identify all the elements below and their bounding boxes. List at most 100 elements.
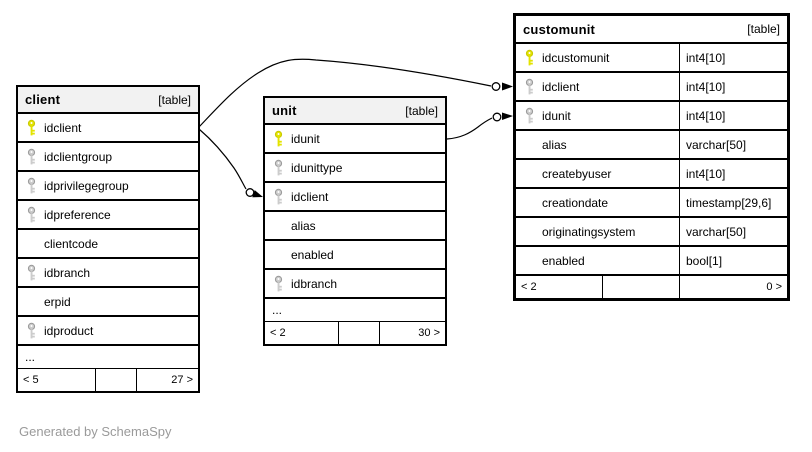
table-row: enabled bool[1] <box>516 247 787 276</box>
table-tag: [table] <box>747 22 780 36</box>
hidden-columns-ellipsis: ... <box>265 299 445 322</box>
key-icon-placeholder <box>26 293 38 310</box>
footer-children-count: 30 > <box>418 327 440 339</box>
table-row: createbyuser int4[10] <box>516 160 787 189</box>
key-icon-placeholder <box>524 136 536 153</box>
foreign-key-icon <box>26 148 38 165</box>
table-name[interactable]: unit <box>272 103 297 118</box>
column-name: idunit <box>542 108 571 123</box>
generated-by-note: Generated by SchemaSpy <box>19 424 172 439</box>
column-name: idunit <box>291 131 320 146</box>
footer-spacer-cell <box>339 322 380 344</box>
table-row: alias <box>265 212 445 241</box>
column-name: alias <box>291 218 316 233</box>
table-footer: < 2 0 > <box>516 276 787 298</box>
primary-key-icon <box>273 130 285 147</box>
hidden-columns-ellipsis: ... <box>18 346 198 369</box>
column-name: idbranch <box>44 265 91 280</box>
table-tag: [table] <box>158 92 191 107</box>
footer-children-count: 27 > <box>171 374 193 386</box>
key-icon-placeholder <box>273 217 285 234</box>
column-name: idunittype <box>291 160 343 175</box>
foreign-key-icon <box>273 159 285 176</box>
column-name: idbranch <box>291 276 338 291</box>
table-row: idunit <box>265 125 445 154</box>
table-header: customunit [table] <box>516 16 787 44</box>
column-name: idpreference <box>44 207 111 222</box>
column-name: idclient <box>44 120 82 135</box>
column-name: idclient <box>542 79 580 94</box>
primary-key-icon <box>26 119 38 136</box>
table-customunit: customunit [table] idcustomunit int4[10]… <box>513 13 790 301</box>
column-name: clientcode <box>44 236 99 251</box>
footer-related-count: < 2 <box>265 322 339 344</box>
footer-spacer-cell <box>603 276 680 298</box>
table-row: idclient <box>18 114 198 143</box>
table-row: idpreference <box>18 201 198 230</box>
column-name: alias <box>542 137 567 152</box>
foreign-key-icon <box>26 322 38 339</box>
column-name: originatingsystem <box>542 224 636 239</box>
foreign-key-icon <box>524 78 536 95</box>
table-row: creationdate timestamp[29,6] <box>516 189 787 218</box>
column-name: idproduct <box>44 323 94 338</box>
column-type: bool[1] <box>686 253 723 268</box>
foreign-key-icon <box>26 264 38 281</box>
table-row: alias varchar[50] <box>516 131 787 160</box>
footer-spacer-cell <box>96 369 137 391</box>
table-name[interactable]: client <box>25 92 61 107</box>
footer-children-count: 0 > <box>766 281 782 293</box>
arrowhead-unit-idclient <box>252 190 263 198</box>
key-icon-placeholder <box>524 223 536 240</box>
column-type: int4[10] <box>686 166 726 181</box>
table-row: idunit int4[10] <box>516 102 787 131</box>
edge-client-to-unit <box>198 128 247 190</box>
key-icon-placeholder <box>524 252 536 269</box>
table-name[interactable]: customunit <box>523 21 596 37</box>
column-name: enabled <box>291 247 334 262</box>
table-row: idunittype <box>265 154 445 183</box>
foreign-key-icon <box>273 188 285 205</box>
column-type: varchar[50] <box>686 137 747 152</box>
column-type: varchar[50] <box>686 224 747 239</box>
column-name: idclientgroup <box>44 149 113 164</box>
column-name: idprivilegegroup <box>44 178 129 193</box>
edge-circle-unit-idclient <box>245 188 255 197</box>
column-type: timestamp[29,6] <box>686 195 772 210</box>
foreign-key-icon <box>524 107 536 124</box>
column-name: idcustomunit <box>542 50 610 65</box>
column-name: createbyuser <box>542 166 612 181</box>
column-name: idclient <box>291 189 329 204</box>
arrowhead-customunit-idunit <box>502 112 513 120</box>
column-type: int4[10] <box>686 108 726 123</box>
table-row: idprivilegegroup <box>18 172 198 201</box>
table-row: idbranch <box>18 259 198 288</box>
footer-related-count: < 2 <box>516 276 603 298</box>
key-icon-placeholder <box>273 246 285 263</box>
table-client: client [table] idclient idclientgroup id… <box>16 85 200 393</box>
table-row: idclient int4[10] <box>516 73 787 102</box>
foreign-key-icon <box>26 177 38 194</box>
table-row: enabled <box>265 241 445 270</box>
column-type: int4[10] <box>686 79 726 94</box>
footer-related-count: < 5 <box>18 369 96 391</box>
table-footer: < 5 27 > <box>18 369 198 391</box>
table-tag: [table] <box>405 103 438 118</box>
key-icon-placeholder <box>26 235 38 252</box>
table-row: idproduct <box>18 317 198 346</box>
foreign-key-icon <box>273 275 285 292</box>
edge-circle-customunit-idclient <box>491 82 501 91</box>
table-header: client [table] <box>18 87 198 114</box>
column-name: erpid <box>44 294 71 309</box>
table-row: erpid <box>18 288 198 317</box>
table-row: originatingsystem varchar[50] <box>516 218 787 247</box>
table-row: idcustomunit int4[10] <box>516 44 787 73</box>
table-row: idclient <box>265 183 445 212</box>
key-icon-placeholder <box>524 194 536 211</box>
edge-circle-customunit-idunit <box>492 112 502 122</box>
column-name: creationdate <box>542 195 609 210</box>
table-unit: unit [table] idunit idunittype idclient … <box>263 96 447 346</box>
column-type: int4[10] <box>686 50 726 65</box>
